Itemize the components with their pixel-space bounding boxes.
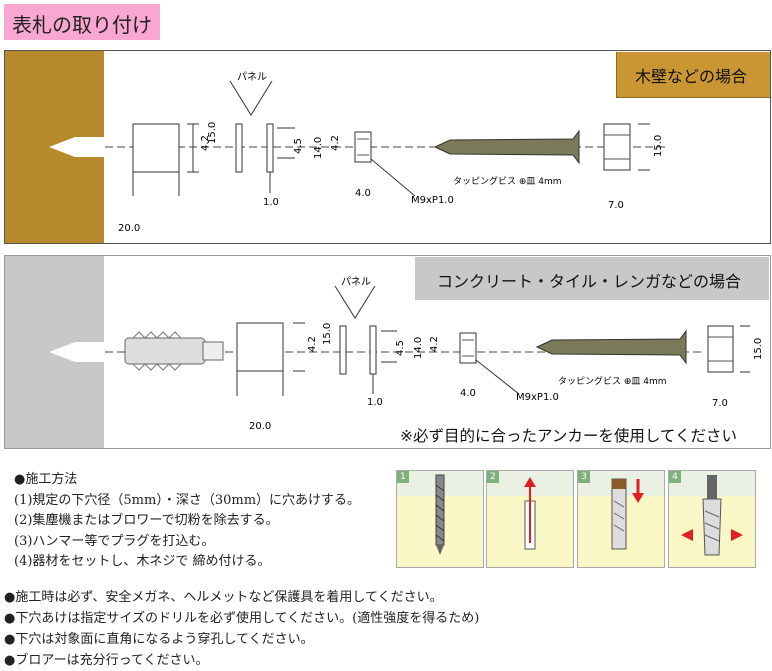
wood-screw (433, 129, 580, 165)
concrete-dim-20: 20.0 (249, 421, 271, 432)
concrete-thread: M9xP1.0 (516, 392, 559, 403)
warning-3: ●下穴は対象面に直角になるよう穿孔してください。 (4, 632, 314, 647)
wood-dim-14: 14.0 (313, 137, 324, 159)
page-title-banner: 表札の取り付け (4, 4, 160, 40)
step-2: (2)集塵機またはブロワーで切粉を除去する。 (14, 513, 279, 528)
concrete-washer-a (339, 325, 347, 375)
expand-anchor-icon (681, 475, 743, 556)
concrete-panel-label: パネル (341, 276, 371, 288)
step-illustration-3: 3 (577, 470, 665, 568)
installation-steps: ●施工方法 (1)規定の下穴径（5mm）・深さ（30mm）に穴あけする。 (2)… (14, 470, 360, 573)
warning-1: ●施工時は必ず、安全メガネ、ヘルメットなど保護具を着用してください。 (4, 590, 443, 605)
wood-header: 木壁などの場合 (616, 52, 770, 98)
wood-header-label: 木壁などの場合 (635, 67, 748, 86)
anchor-note: ※必ず目的に合ったアンカーを使用してください (400, 427, 737, 445)
concrete-dim-14: 14.0 (413, 337, 424, 359)
step-number: 3 (578, 471, 590, 483)
wood-panel-pointer (229, 80, 273, 116)
wood-cap (603, 123, 631, 171)
step-number: 1 (397, 471, 409, 483)
step-illustration-1: 1 (396, 470, 484, 568)
wood-dim-42b: 4.2 (330, 135, 341, 151)
step-illustration-4: 4 (668, 470, 756, 568)
concrete-dim-70: 7.0 (712, 398, 728, 409)
wood-dim-10: 1.0 (263, 197, 279, 208)
concrete-screw-label: タッピングビス ⊕皿 4mm (558, 375, 667, 387)
wood-washer-a (235, 123, 243, 173)
wood-dim-15: 15.0 (207, 122, 218, 144)
concrete-screw (535, 329, 687, 365)
wood-spacer (132, 123, 180, 173)
drill-icon (435, 474, 445, 555)
wood-drawing: 15.0 4.2 パネル 1.0 4.5 14.0 4.2 4.0 M9xP1.… (49, 71, 665, 234)
wood-dim-45: 4.5 (293, 138, 304, 154)
step-4: (4)器材をセットし、木ネジで 締め付ける。 (14, 554, 271, 569)
insert-plug-icon (611, 478, 644, 550)
concrete-dim-10: 1.0 (367, 397, 383, 408)
warning-4: ●ブロアーは充分行ってください。 (4, 653, 209, 668)
wood-dim-20: 20.0 (118, 223, 140, 234)
concrete-hole-arrow (49, 342, 104, 362)
concrete-cap (707, 325, 734, 373)
concrete-nut (459, 332, 477, 364)
safety-warnings: ●施工時は必ず、安全メガネ、ヘルメットなど保護具を着用してください。 ●下穴あけ… (4, 587, 479, 671)
concrete-header: コンクリート・タイル・レンガなどの場合 (415, 257, 769, 300)
anchor-plug (124, 331, 224, 371)
wood-nut (354, 131, 372, 163)
wood-hole-arrow (49, 137, 104, 157)
wood-dim-40: 4.0 (355, 188, 371, 199)
concrete-header-label: コンクリート・タイル・レンガなどの場合 (437, 272, 742, 291)
step-number: 2 (487, 471, 499, 483)
wood-dim-150: 15.0 (653, 135, 664, 157)
page-title: 表札の取り付け (12, 13, 152, 37)
concrete-spacer (236, 322, 284, 372)
concrete-washer-b (369, 325, 377, 375)
steps-heading: ●施工方法 (14, 472, 78, 487)
concrete-wall-diagram: コンクリート・タイル・レンガなどの場合 15.0 4.2 パネル 1.0 4.5… (4, 255, 771, 449)
step-3: (3)ハンマー等でプラグを打込む。 (14, 533, 215, 549)
concrete-dim-15: 15.0 (322, 323, 333, 345)
concrete-drawing: 15.0 4.2 パネル 1.0 4.5 14.0 4.2 4.0 M9xP1.… (49, 276, 764, 432)
wood-wall-diagram: 木壁などの場合 15.0 4.2 パネル 1.0 4.5 14.0 4.2 4.… (4, 50, 771, 244)
concrete-dim-42b: 4.2 (429, 336, 440, 352)
concrete-dim-45: 4.5 (395, 340, 406, 356)
concrete-dim-150: 15.0 (753, 338, 764, 360)
wood-screw-label: タッピングビス ⊕皿 4mm (453, 175, 562, 187)
wood-thread: M9xP1.0 (411, 195, 454, 206)
wood-dim-42: 4.2 (200, 135, 211, 151)
step-illustration-2: 2 (486, 470, 574, 568)
step-number: 4 (669, 471, 681, 483)
concrete-dim-40: 4.0 (460, 388, 476, 399)
wood-dim-70: 7.0 (608, 200, 624, 211)
blow-out-icon (524, 477, 536, 550)
wood-washer-b (266, 123, 274, 173)
step-1: (1)規定の下穴径（5mm）・深さ（30mm）に穴あけする。 (14, 492, 361, 508)
concrete-dim-42: 4.2 (307, 336, 318, 352)
warning-2: ●下穴あけは指定サイズのドリルを必ず使用してください。(適性強度を得るため) (4, 611, 480, 626)
concrete-panel-pointer (334, 285, 376, 319)
wood-panel-label: パネル (237, 71, 267, 83)
